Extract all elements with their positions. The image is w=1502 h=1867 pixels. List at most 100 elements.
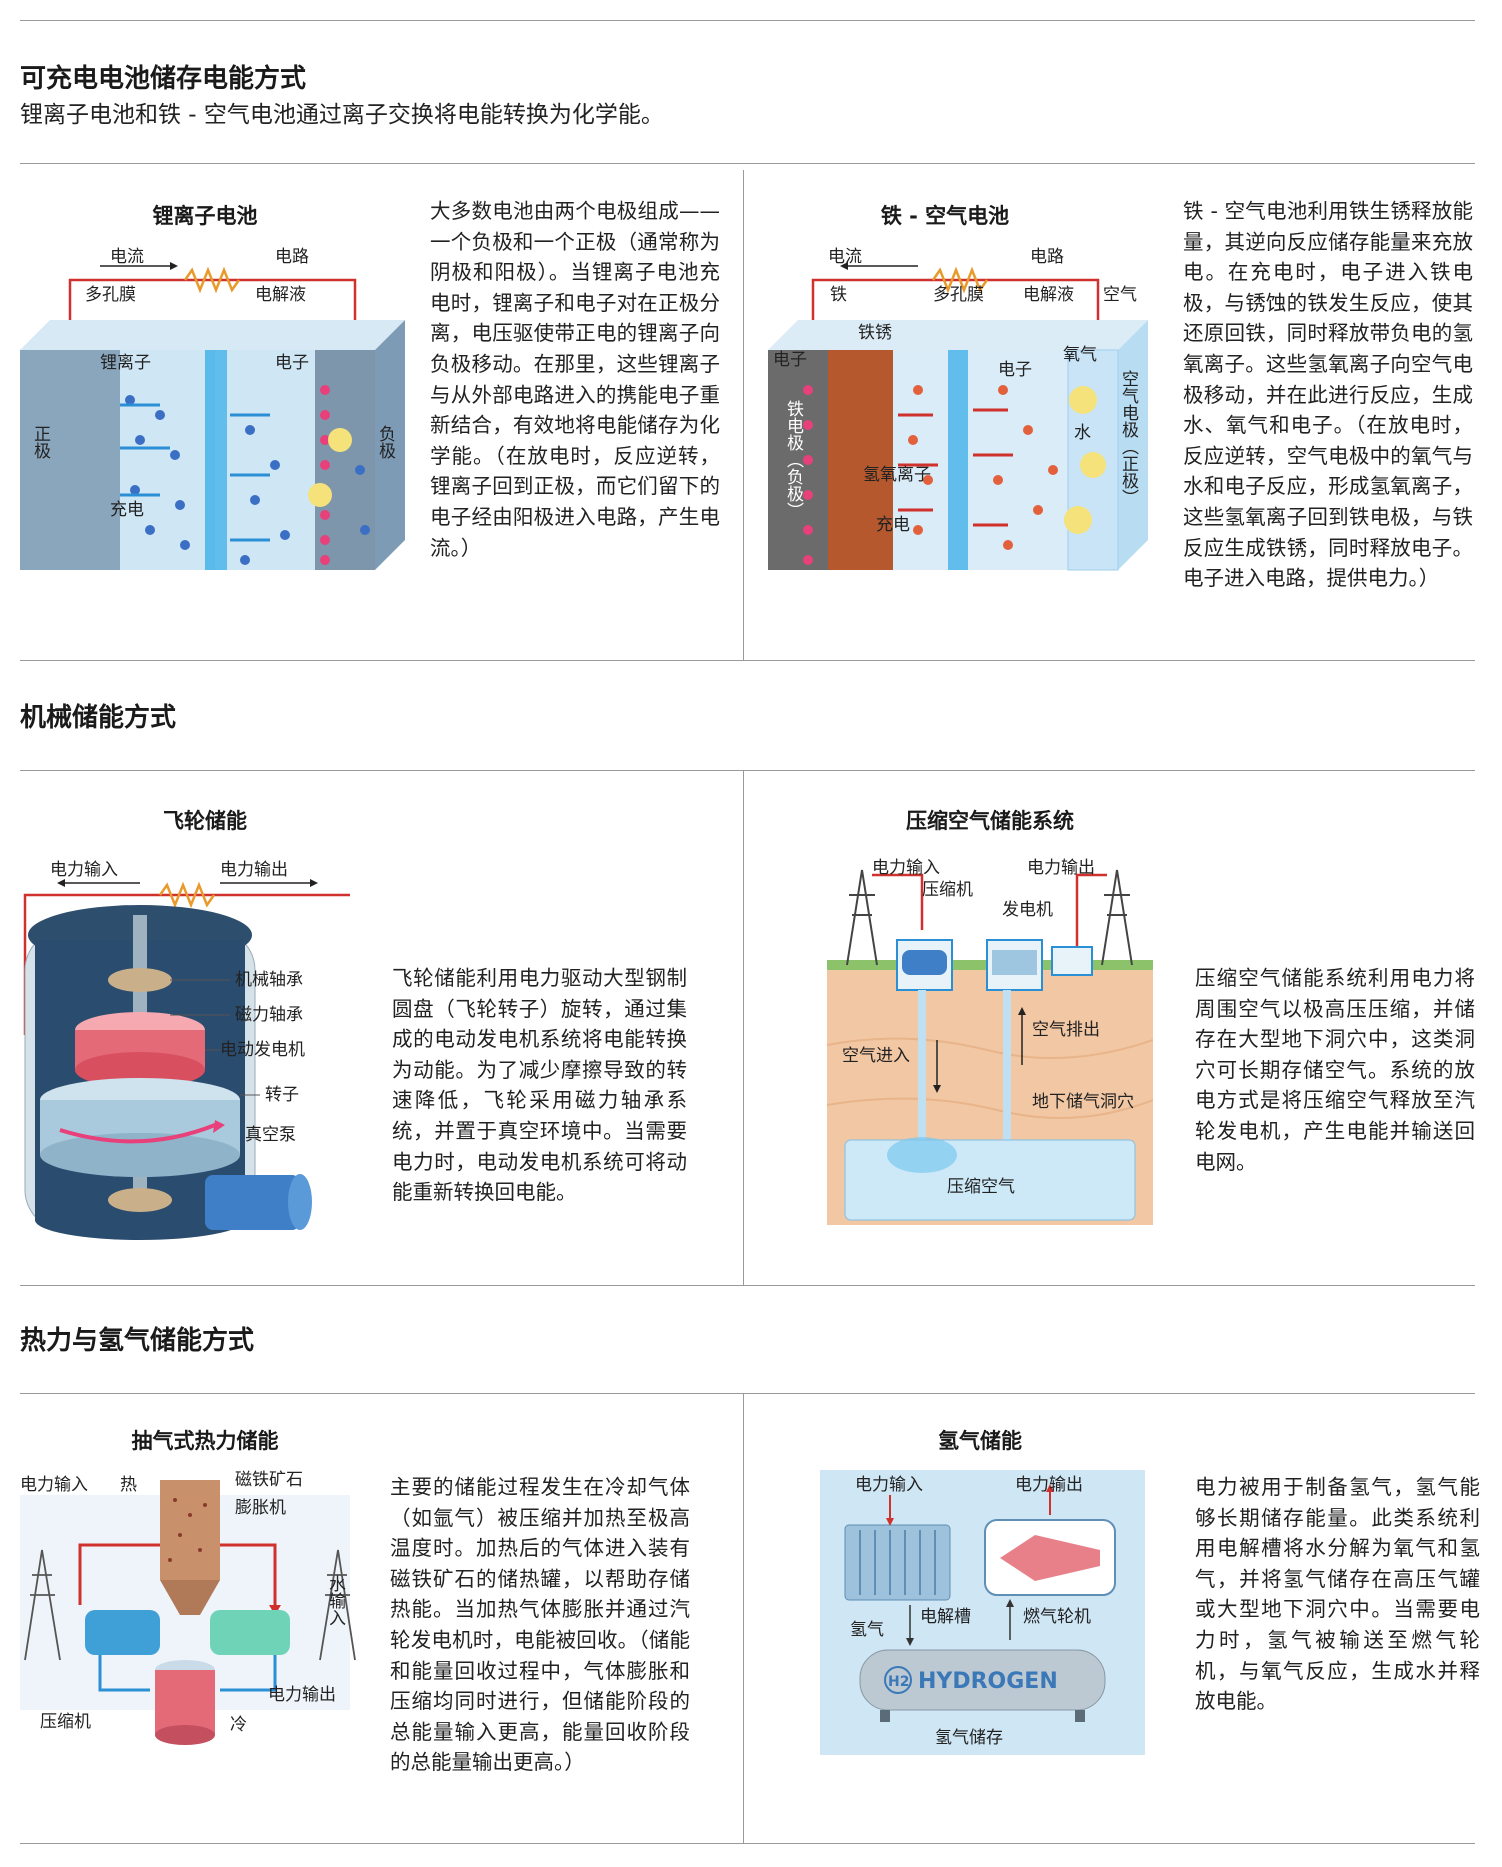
h2-power-in-label: 电力输入	[855, 1475, 923, 1495]
th-compressor-label: 压缩机	[40, 1712, 91, 1732]
compressor-icon	[902, 950, 947, 975]
power-tower-icon	[846, 869, 878, 966]
li-electrolyte-label: 电解液	[255, 285, 306, 305]
fe-iron-label: 铁	[830, 285, 847, 305]
hydrogen-description: 电力被用于制备氢气，氢气能够长期储存能量。此类系统利用电解槽将水分解为氧气和氢气…	[1195, 1475, 1480, 1714]
h2-power-out-label: 电力输出	[1015, 1475, 1083, 1495]
caes-title: 压缩空气储能系统	[906, 809, 1074, 833]
gas-turbine-icon	[1000, 1535, 1100, 1581]
fe-air-label: 空气	[1103, 285, 1137, 305]
h2-electrolyzer-label: 电解槽	[920, 1607, 971, 1627]
li-circuit-label: 电路	[275, 247, 309, 267]
fe-membrane-label: 多孔膜	[933, 285, 984, 305]
h2-hydrogen-gas-label: 氢气	[850, 1620, 884, 1640]
fw-rotor-label: 转子	[265, 1085, 299, 1105]
vacuum-pump-icon	[205, 1175, 300, 1230]
top-rule	[20, 20, 1475, 21]
fw-power-out-label: 电力输出	[220, 860, 288, 880]
caes-air-out-label: 空气排出	[1032, 1020, 1100, 1040]
fe-air-electrode-label: 空气电极（正极）	[1118, 370, 1139, 506]
li-ion-title: 锂离子电池	[152, 204, 258, 228]
column-divider	[743, 1393, 744, 1843]
caes-power-out-label: 电力输出	[1027, 858, 1095, 878]
fe-charge-label: 充电	[876, 515, 910, 535]
generator-icon	[1051, 946, 1093, 976]
section-rule	[20, 770, 1475, 771]
caes-cavern-label: 地下储气洞穴	[1032, 1092, 1134, 1112]
expander-icon	[210, 1610, 290, 1655]
power-tower-icon	[24, 1549, 61, 1661]
fe-water-label: 水	[1074, 423, 1091, 443]
li-current-label: 电流	[110, 247, 144, 267]
hydrogen-tank-text: HYDROGEN	[918, 1669, 1058, 1694]
section-title-thermal: 热力与氢气储能方式	[20, 1326, 255, 1356]
section-rule	[20, 163, 1475, 164]
li-membrane-label: 多孔膜	[85, 285, 136, 305]
caes-compressor-label: 压缩机	[922, 880, 973, 900]
section-rule	[20, 1393, 1475, 1394]
th-cold-label: 冷	[230, 1715, 247, 1735]
electrolyzer-icon	[844, 1524, 951, 1601]
fw-mech-bearing-label: 机械轴承	[235, 970, 303, 990]
water-molecule-icon	[1080, 452, 1106, 478]
column-divider	[743, 770, 744, 1285]
hydrogen-tank-icon	[859, 1649, 1106, 1711]
fe-electron-left-label: 电子	[773, 350, 807, 370]
li-anode-label: 负极	[375, 425, 396, 459]
fe-current-label: 电流	[828, 247, 862, 267]
resistor-icon	[183, 266, 241, 294]
turbine-icon	[992, 950, 1037, 975]
li-ion-description: 大多数电池由两个电极组成——一个负极和一个正极（通常称为阴极和阳极）。当锂离子电…	[430, 199, 720, 560]
section-rule	[20, 1285, 1475, 1286]
resistor-icon	[158, 881, 216, 909]
fe-rust-label: 铁锈	[858, 323, 892, 343]
compressor-icon	[85, 1610, 160, 1655]
iron-air-description: 铁 - 空气电池利用铁生锈释放能量，其逆向反应储存能量来充放电。在充电时，电子进…	[1183, 199, 1473, 591]
th-power-in-label: 电力输入	[20, 1475, 88, 1495]
hydrogen-title: 氢气储能	[938, 1429, 1022, 1453]
oxygen-molecule-icon	[1069, 386, 1097, 414]
li-ion-molecule-icon	[308, 483, 332, 507]
h2-storage-label: 氢气储存	[935, 1728, 1003, 1748]
resistor-icon	[931, 266, 989, 294]
thermal-description: 主要的储能过程发生在冷却气体（如氩气）被压缩并加热至极高温度时。加热后的气体进入…	[390, 1475, 690, 1775]
th-expander-label: 膨胀机	[235, 1498, 286, 1518]
cold-tank-icon	[155, 1670, 215, 1735]
power-tower-icon	[1101, 869, 1133, 966]
th-magnetite-label: 磁铁矿石	[235, 1470, 303, 1490]
thermal-title: 抽气式热力储能	[131, 1429, 279, 1453]
iron-air-diagram: 电流 电路 铁 多孔膜 电解液 空气 铁锈 电子	[768, 240, 1168, 575]
caes-air-in-label: 空气进入	[842, 1046, 910, 1066]
caes-description: 压缩空气储能系统利用电力将周围空气以极高压压缩，并储存在大型地下洞穴中，这类洞穴…	[1195, 966, 1475, 1174]
fw-vacuum-pump-label: 真空泵	[245, 1125, 296, 1145]
fw-power-in-label: 电力输入	[50, 860, 118, 880]
section-subtitle-battery: 锂离子电池和铁 - 空气电池通过离子交换将电能转换为化学能。	[20, 102, 664, 128]
fe-electron-mid-label: 电子	[998, 360, 1032, 380]
fe-electrolyte-label: 电解液	[1023, 285, 1074, 305]
fe-iron-electrode-label: 铁电极（负极）	[783, 400, 804, 519]
li-charge-label: 充电	[110, 500, 144, 520]
caes-diagram: 电力输入 电力输出 压缩机 发电机 空气排出 空气进入 地下储气洞穴 压缩空气	[827, 855, 1153, 1225]
li-cathode-label: 正极	[30, 425, 51, 459]
column-divider	[743, 170, 744, 660]
th-water-in-label: 水输入	[325, 1575, 346, 1626]
section-rule	[20, 660, 1475, 661]
hydrogen-diagram: H2 HYDROGEN 电力输入 电力输出 氢气 电解槽 燃气轮机 氢气储存	[820, 1470, 1145, 1755]
flywheel-diagram: 电力输入 电力输出 机械轴承 磁力轴承 电动发电机 转子 真空泵	[20, 855, 365, 1240]
caes-compressed-air-label: 压缩空气	[947, 1177, 1015, 1197]
fe-circuit-label: 电路	[1030, 247, 1064, 267]
h2-gas-turbine-label: 燃气轮机	[1023, 1607, 1091, 1627]
power-tower-icon	[319, 1549, 356, 1661]
li-electron-label: 电子	[275, 353, 309, 373]
li-ion-diagram: 电流 电路 多孔膜 电解液 锂离子	[20, 240, 420, 575]
th-heat-label: 热	[120, 1475, 137, 1495]
thermal-diagram: 电力输入 热 磁铁矿石 膨胀机 水输入 电力输出 压缩机 冷	[20, 1465, 360, 1755]
section-title-mechanical: 机械储能方式	[20, 703, 177, 733]
flywheel-description: 飞轮储能利用电力驱动大型钢制圆盘（飞轮转子）旋转，通过集成的电动发电机系统将电能…	[392, 966, 687, 1205]
fe-oxygen-label: 氧气	[1063, 345, 1097, 365]
li-ion-molecule-icon	[328, 428, 352, 452]
th-power-out-label: 电力输出	[268, 1685, 336, 1705]
magnetite-tank-icon	[160, 1480, 220, 1580]
flywheel-title: 飞轮储能	[163, 809, 247, 833]
oxygen-molecule-icon	[1064, 506, 1092, 534]
